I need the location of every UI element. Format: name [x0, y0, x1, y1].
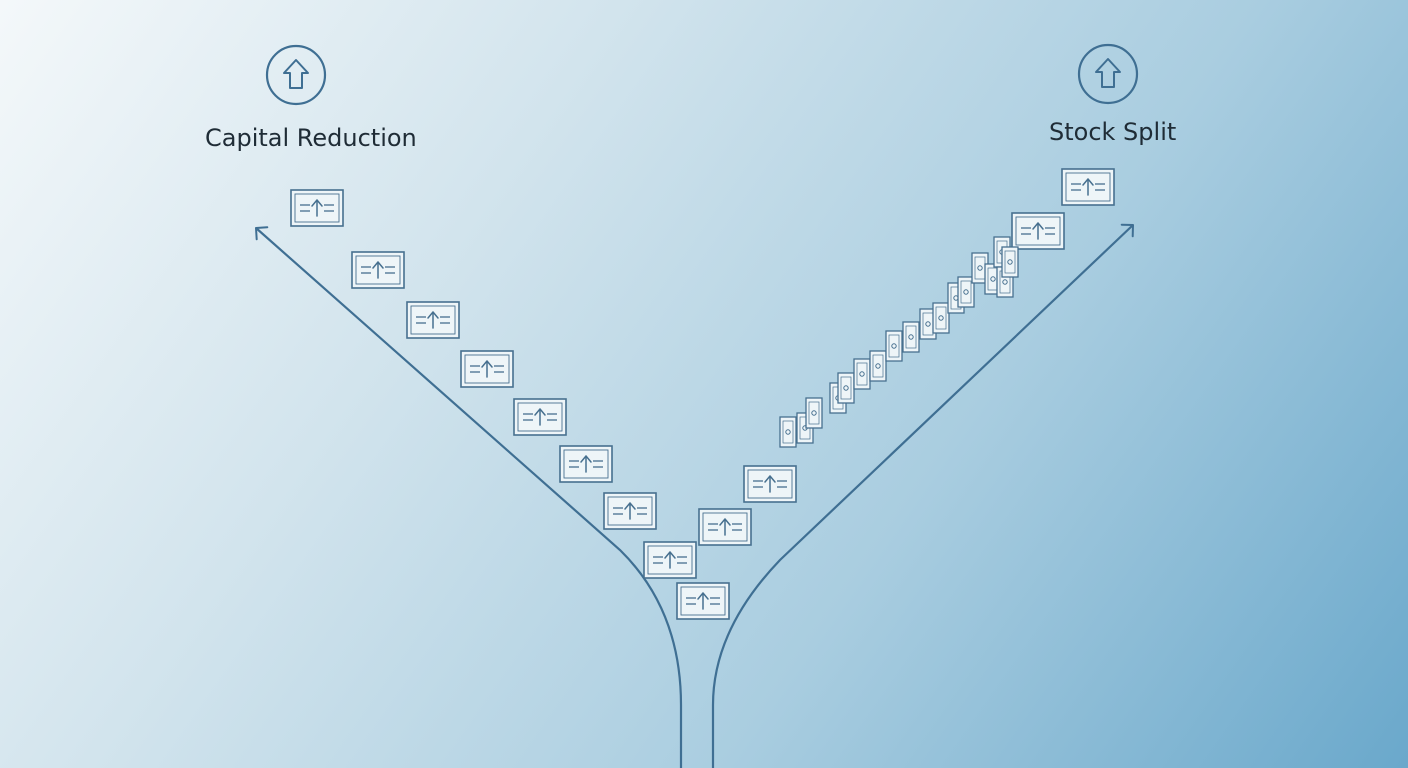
certificate: [1061, 168, 1115, 206]
certificate: [290, 189, 344, 227]
certificate: [559, 445, 613, 483]
capital-reduction-arrow: [255, 226, 683, 768]
certificate: [460, 350, 514, 388]
mini-certificate: [869, 350, 887, 382]
capital-reduction-certificates: [290, 189, 730, 620]
capital-reduction-up-arrow-icon: [265, 44, 327, 106]
certificate: [406, 301, 460, 339]
certificate: [513, 398, 567, 436]
mini-certificate: [885, 330, 903, 362]
mini-certificate: [932, 302, 950, 334]
certificate: [676, 582, 730, 620]
stock-split-certificates: [698, 168, 1115, 546]
certificate: [603, 492, 657, 530]
certificate: [351, 251, 405, 289]
certificate: [643, 541, 697, 579]
mini-certificate: [1001, 246, 1019, 278]
stock-split-label: Stock Split: [1049, 118, 1177, 146]
certificate: [743, 465, 797, 503]
capital-reduction-label: Capital Reduction: [205, 124, 417, 152]
mini-certificate: [902, 321, 920, 353]
mini-certificate: [779, 416, 797, 448]
mini-certificate: [837, 372, 855, 404]
stock-split-up-arrow-icon: [1077, 43, 1139, 105]
mini-certificate: [805, 397, 823, 429]
stock-split-arrow: [711, 223, 1134, 768]
certificate: [698, 508, 752, 546]
certificate: [1011, 212, 1065, 250]
mini-certificate: [853, 358, 871, 390]
